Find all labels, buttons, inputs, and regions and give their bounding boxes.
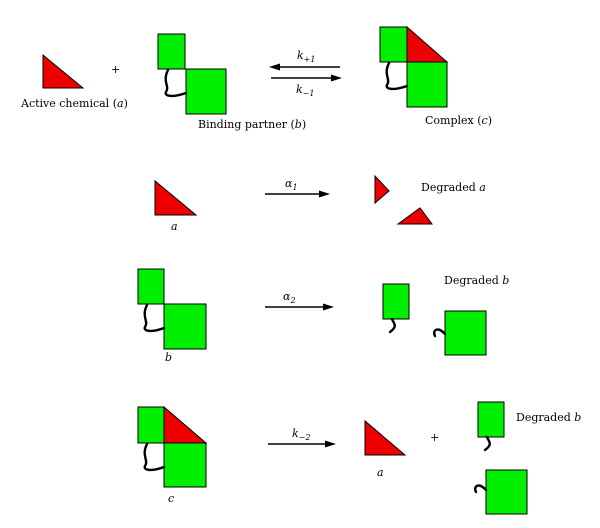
- degraded-a-shape: [374, 174, 433, 225]
- complex-c-label: c: [168, 492, 174, 505]
- plus-sign-1: +: [111, 63, 120, 76]
- degradation-arrow-1: [265, 190, 330, 198]
- released-a-shape: [364, 419, 407, 456]
- binding-partner-shape: [157, 33, 227, 115]
- dissociation-arrow: [268, 440, 336, 448]
- degraded-a-label: Degraded a: [421, 181, 486, 194]
- reverse-rate-label: k−1: [296, 83, 314, 98]
- reverse-arrow: [271, 74, 342, 82]
- active-chemical-shape: [42, 53, 85, 89]
- reaction-1: Active chemical (a) + Binding partner (b…: [20, 25, 492, 131]
- reaction-4: c k−2 a + Degraded b: [137, 401, 581, 515]
- alpha2-rate-label: α2: [283, 290, 296, 305]
- chemical-a-shape: [154, 179, 198, 216]
- complex-shape: [379, 25, 449, 108]
- complex-c-shape: [137, 405, 208, 488]
- reaction-3: b α2 Degraded b: [137, 268, 509, 364]
- partner-b-label: b: [165, 351, 172, 364]
- complex-label: Complex (c): [425, 114, 492, 127]
- reaction-2: a α1 Degraded a: [154, 174, 486, 233]
- degraded-b-shape: [382, 283, 487, 356]
- alpha1-rate-label: α1: [285, 177, 298, 192]
- active-chemical-label: Active chemical (a): [20, 97, 128, 110]
- degraded-b-shape-2: [474, 401, 528, 515]
- k-minus2-rate-label: k−2: [292, 427, 310, 442]
- degraded-b-label-2: Degraded b: [516, 411, 581, 424]
- plus-sign-2: +: [430, 431, 439, 444]
- forward-rate-label: k+1: [297, 49, 315, 64]
- released-a-label: a: [377, 466, 384, 479]
- forward-arrow: [269, 63, 340, 71]
- binding-partner-label: Binding partner (b): [198, 118, 306, 131]
- chemical-a-label: a: [171, 220, 178, 233]
- degraded-b-label-1: Degraded b: [444, 274, 509, 287]
- partner-b-shape: [137, 268, 207, 350]
- degradation-arrow-2: [265, 303, 334, 311]
